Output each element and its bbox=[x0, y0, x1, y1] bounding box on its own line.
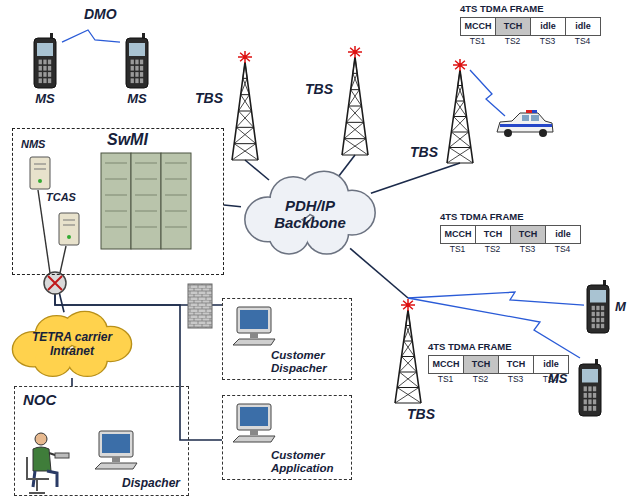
frame-cells: MCCHTCHTCHidle bbox=[428, 355, 569, 374]
base-station: TBS bbox=[195, 50, 265, 160]
radio-link bbox=[470, 70, 505, 116]
tower-icon bbox=[305, 45, 375, 155]
region-title: SwMI bbox=[107, 131, 148, 149]
station-label: MS bbox=[120, 32, 154, 107]
tdma-frame: 4TS TDMA FRAMEMCCHTCHidleidleTS1TS2TS3TS… bbox=[460, 4, 601, 47]
tdma-frame: 4TS TDMA FRAMEMCCHTCHTCHidleTS1TS2TS3TS4 bbox=[440, 212, 581, 255]
time-slot: idle bbox=[545, 225, 581, 244]
time-slot: MCCH bbox=[440, 225, 476, 244]
slot-number: TS3 bbox=[530, 37, 565, 47]
server-label: NMS bbox=[21, 138, 45, 151]
slot-number: TS3 bbox=[510, 245, 545, 255]
firewall-icon bbox=[188, 284, 212, 328]
station-label: TBS bbox=[305, 45, 333, 97]
frame-title: 4TS TDMA FRAME bbox=[428, 342, 569, 353]
slot-number: TS2 bbox=[463, 375, 498, 385]
slot-number: TS3 bbox=[498, 375, 533, 385]
customer-label: Customer Application bbox=[271, 449, 345, 475]
noc-box: NOC Dispacher bbox=[14, 386, 189, 496]
slot-number: TS4 bbox=[545, 245, 580, 255]
station-label: TBS bbox=[385, 298, 435, 422]
network-link bbox=[371, 163, 460, 193]
slot-number: TS4 bbox=[565, 37, 600, 47]
time-slot: TCH bbox=[475, 225, 511, 244]
network-link bbox=[71, 378, 73, 386]
slot-number: TS1 bbox=[428, 375, 463, 385]
frame-slot-numbers: TS1TS2TS3TS4 bbox=[460, 36, 601, 47]
frame-title: 4TS TDMA FRAME bbox=[440, 212, 581, 223]
cloud-label: TETRA carrier Intranet bbox=[24, 331, 120, 359]
mobile-station: M bbox=[584, 280, 632, 336]
mobile-station: MS bbox=[28, 32, 62, 116]
slot-number: TS2 bbox=[495, 37, 530, 47]
time-slot: TCH bbox=[498, 355, 534, 374]
time-slot: idle bbox=[530, 17, 566, 36]
base-station: TBS bbox=[410, 58, 480, 163]
noc-title: NOC bbox=[23, 391, 56, 408]
frame-slot-numbers: TS1TS2TS3TS4 bbox=[440, 244, 581, 255]
time-slot: TCH bbox=[495, 17, 531, 36]
network-cloud: PDH/IP Backbone bbox=[240, 172, 380, 256]
network-link bbox=[224, 205, 241, 207]
server-label: TCAS bbox=[46, 191, 76, 204]
slot-number: TS2 bbox=[475, 245, 510, 255]
frame-cells: MCCHTCHidleidle bbox=[460, 17, 601, 36]
station-label: TBS bbox=[195, 50, 223, 106]
slot-number: TS1 bbox=[440, 245, 475, 255]
mobile-station: MS bbox=[548, 358, 604, 424]
network-cloud: TETRA carrier Intranet bbox=[8, 312, 136, 378]
customer-box: Customer Application bbox=[222, 395, 352, 480]
network-link bbox=[339, 155, 355, 176]
radio-link bbox=[408, 298, 580, 358]
time-slot: idle bbox=[565, 17, 601, 36]
frame-title: 4TS TDMA FRAME bbox=[460, 4, 601, 15]
server: TCAS bbox=[46, 187, 92, 247]
station-label: TBS bbox=[410, 58, 438, 160]
switch-region: SwMI NMS TCAS bbox=[12, 128, 224, 275]
customer-label: Customer Dispacher bbox=[271, 349, 345, 375]
station-label: MS bbox=[548, 358, 568, 387]
police-car bbox=[497, 110, 553, 137]
station-label: MS bbox=[28, 32, 62, 107]
customer-box: Customer Dispacher bbox=[222, 298, 352, 380]
time-slot: MCCH bbox=[460, 17, 496, 36]
switch-cabinet bbox=[13, 129, 225, 276]
tdma-frame: 4TS TDMA FRAME MCCHTCHTCHidleTS1TS2TS3TS4 bbox=[428, 342, 569, 385]
slot-number: TS1 bbox=[460, 37, 495, 47]
base-station: TBS bbox=[305, 45, 375, 155]
router-icon bbox=[44, 272, 66, 294]
time-slot: TCH bbox=[510, 225, 546, 244]
network-link bbox=[350, 248, 408, 298]
station-label: M bbox=[584, 280, 632, 315]
radio-link bbox=[62, 30, 120, 42]
frame-slot-numbers: TS1TS2TS3TS4 bbox=[428, 374, 569, 385]
mode-label: DMO bbox=[84, 6, 117, 22]
server: NMS bbox=[21, 134, 63, 191]
frame-cells: MCCHTCHTCHidle bbox=[440, 225, 581, 244]
time-slot: TCH bbox=[463, 355, 499, 374]
time-slot: MCCH bbox=[428, 355, 464, 374]
network-link bbox=[245, 160, 269, 180]
mobile-station: MS bbox=[120, 32, 154, 116]
cloud-label: PDH/IP Backbone bbox=[255, 197, 365, 232]
operator-label: Dispacher bbox=[122, 477, 180, 491]
